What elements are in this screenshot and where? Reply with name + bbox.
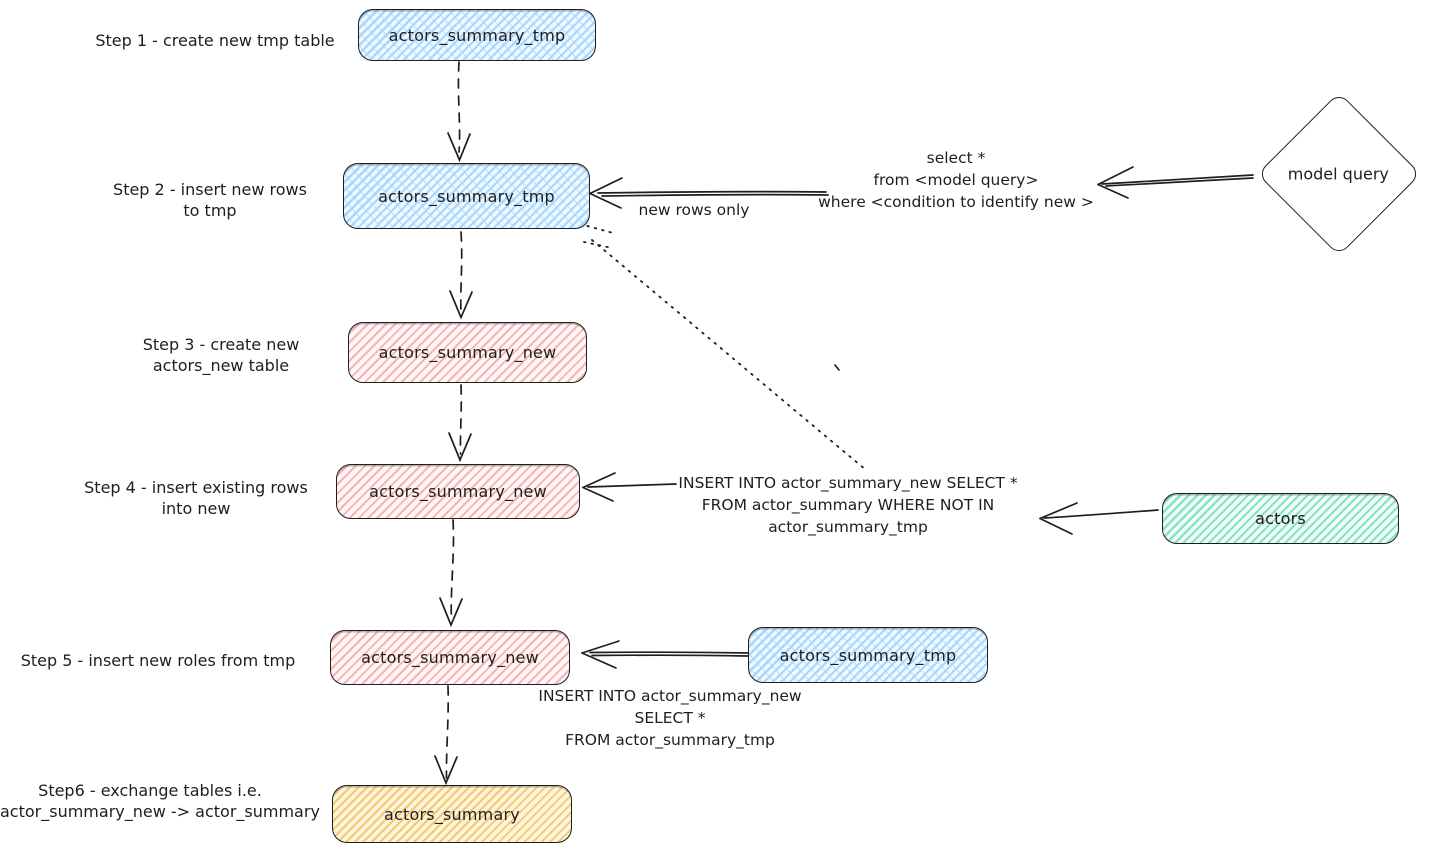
step5-label-line: Step 5 - insert new roles from tmp [20, 651, 296, 670]
step3-label: Step 3 - create new actors_new table [101, 334, 341, 376]
node-step3-actors-summary-new[interactable]: actors_summary_new [348, 322, 587, 383]
arrow-step2-to-step3 [449, 231, 473, 320]
annotation-line: FROM actor_summary_tmp [565, 731, 775, 749]
step4-label-line: into new [161, 499, 231, 518]
step3-label-line: actors_new table [152, 356, 290, 375]
node-step4-actors-summary-new[interactable]: actors_summary_new [336, 464, 580, 519]
step6-label-line: Step6 - exchange tables i.e. [38, 781, 262, 800]
annotation-line: select * [926, 149, 986, 167]
node-label: actors_summary_new [361, 648, 539, 667]
step6-label-line: actor_summary_new -> actor_summary [0, 802, 320, 821]
step1-label: Step 1 - create new tmp table [95, 30, 335, 51]
node-label: actors_summary_tmp [378, 186, 555, 206]
new-rows-only-label: new rows only [634, 199, 754, 221]
step2-query-text: select * from <model query> where <condi… [796, 147, 1116, 213]
node-label: actors [1255, 509, 1306, 528]
annotation-line: INSERT INTO actor_summary_new SELECT * [678, 474, 1018, 492]
node-label: actors_summary_new [369, 482, 547, 501]
annotation-line: FROM actor_summary WHERE NOT IN [701, 496, 995, 514]
arrow-modelquery-to-query [1097, 166, 1254, 199]
annotation-line: where <condition to identify new > [818, 193, 1094, 211]
node-step5-actors-summary-new[interactable]: actors_summary_new [330, 630, 570, 685]
annotation-line: actor_summary_tmp [768, 518, 928, 536]
step5-label: Step 5 - insert new roles from tmp [8, 650, 308, 671]
node-model-query-diamond[interactable]: model query [1256, 91, 1422, 257]
arrow-step4-to-step5 [439, 519, 463, 628]
step4-query-text: INSERT INTO actor_summary_new SELECT * F… [668, 472, 1028, 538]
node-label: model query [1288, 164, 1390, 184]
arrow-step5-to-step6 [434, 685, 458, 786]
dotted-arrow-step2-to-step4-query [579, 223, 867, 471]
arrow-query-to-step4-box [582, 472, 677, 502]
node-label: actors_summary_new [378, 343, 557, 362]
arrow-actors-to-query [1039, 502, 1159, 535]
step2-label-line: Step 2 - insert new rows [113, 180, 307, 199]
arrow-step1-to-step2 [447, 61, 471, 163]
step4-label: Step 4 - insert existing rows into new [56, 477, 336, 519]
annotation-line: SELECT * [634, 709, 706, 727]
node-step5-source-actors-summary-tmp[interactable]: actors_summary_tmp [748, 627, 988, 683]
node-label: actors_summary [384, 804, 520, 824]
annotation-line: INSERT INTO actor_summary_new [538, 687, 802, 705]
node-step2-actors-summary-tmp[interactable]: actors_summary_tmp [343, 163, 590, 229]
step1-label-line: Step 1 - create new tmp table [95, 31, 335, 50]
node-label: actors_summary_tmp [779, 645, 957, 665]
node-step1-actors-summary-tmp[interactable]: actors_summary_tmp [358, 9, 596, 61]
annotation-line: from <model query> [873, 171, 1039, 189]
step2-label-line: to tmp [183, 201, 237, 220]
node-label: actors_summary_tmp [388, 25, 566, 45]
step4-label-line: Step 4 - insert existing rows [84, 478, 308, 497]
annotation-line: new rows only [638, 201, 750, 219]
step6-label: Step6 - exchange tables i.e. actor_summa… [0, 780, 320, 822]
node-actors[interactable]: actors [1162, 493, 1399, 544]
arrow-tmp-to-step5-box [581, 640, 749, 669]
node-step6-actors-summary[interactable]: actors_summary [332, 785, 572, 843]
step2-label: Step 2 - insert new rows to tmp [90, 179, 330, 221]
step3-label-line: Step 3 - create new [142, 335, 300, 354]
step5-query-text: INSERT INTO actor_summary_new SELECT * F… [520, 685, 820, 751]
stray-tick [834, 364, 840, 371]
arrow-step3-to-step4 [448, 384, 472, 463]
